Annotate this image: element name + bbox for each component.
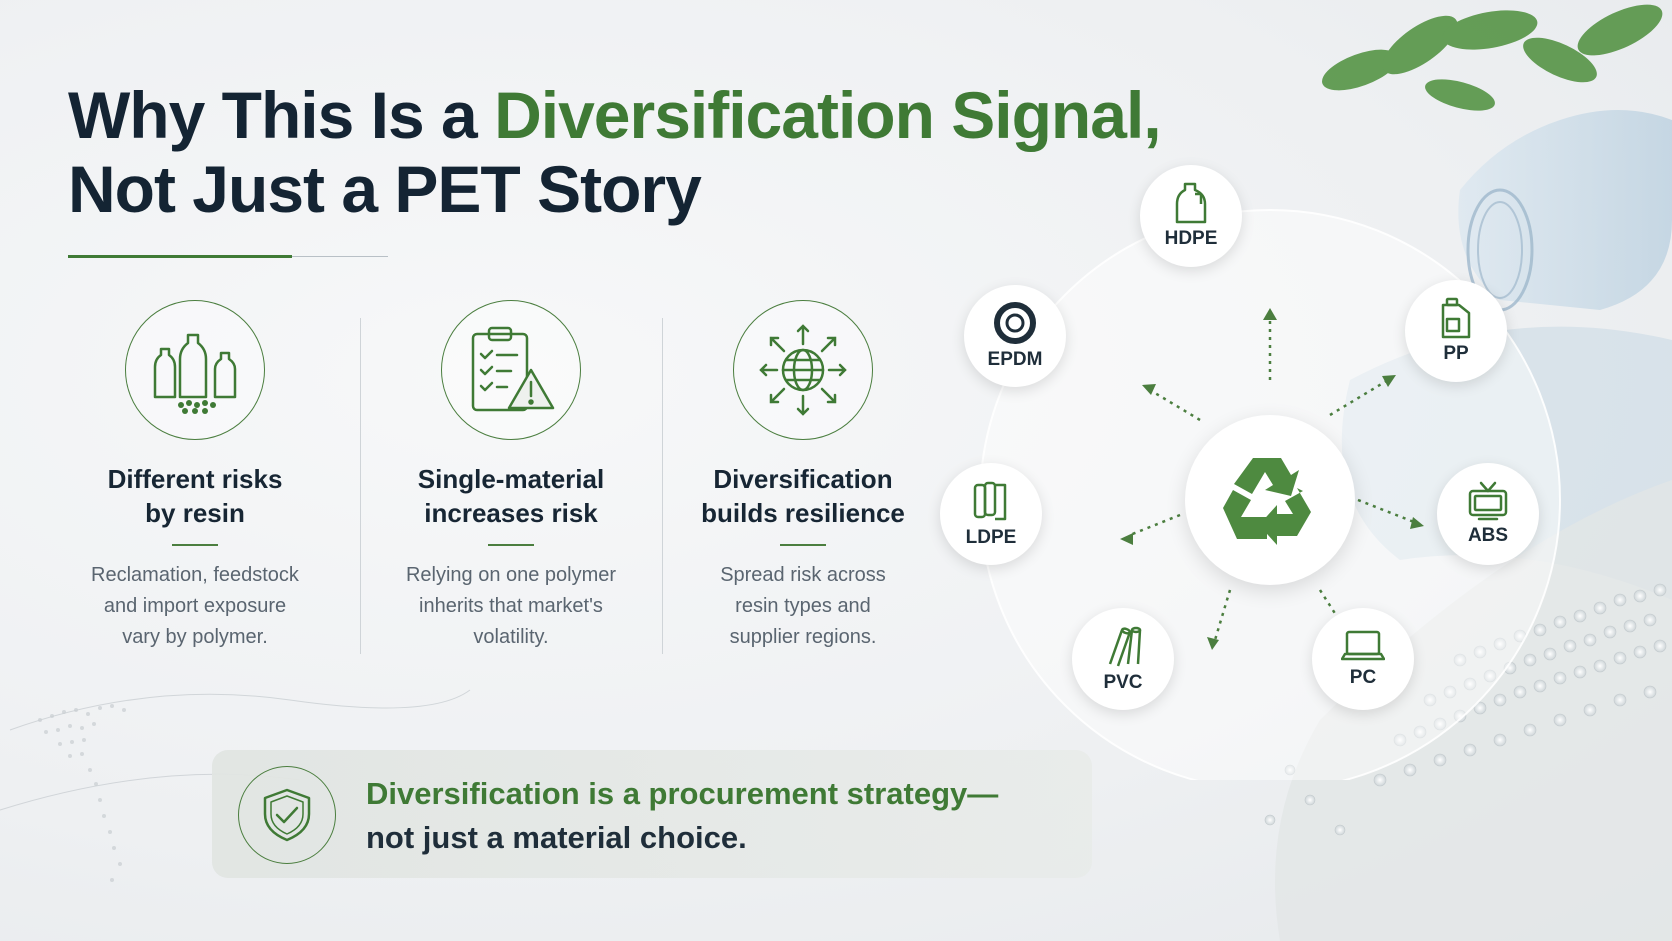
jug-icon xyxy=(1175,182,1207,224)
resin-label: EPDM xyxy=(987,349,1043,370)
column-divider xyxy=(360,318,361,654)
resin-node-abs: ABS xyxy=(1437,463,1539,565)
pipes-icon xyxy=(1108,626,1142,667)
title-line1-prefix: Why This Is a xyxy=(68,78,495,152)
resin-label: HDPE xyxy=(1164,228,1218,249)
leaves-decoration xyxy=(1322,4,1663,111)
callout-line1: Diversification is a procurement strateg… xyxy=(366,776,999,811)
pellets-decoration xyxy=(1264,326,1672,941)
clipboard-icon-circle xyxy=(441,300,581,440)
recycle-icon xyxy=(1223,458,1311,545)
tv-icon xyxy=(1468,481,1508,521)
resin-label: ABS xyxy=(1467,525,1509,546)
title-line2: Not Just a PET Story xyxy=(68,152,702,226)
shield-icon-circle xyxy=(238,766,336,864)
resin-node-hdpe: HDPE xyxy=(1140,165,1242,267)
resin-node-pvc: PVC xyxy=(1072,608,1174,710)
container-icon xyxy=(1441,297,1471,339)
title-line1-accent: Diversification Signal, xyxy=(494,78,1162,152)
ring-seal-icon xyxy=(994,302,1036,344)
column-rule xyxy=(488,544,534,546)
strategy-callout: Diversification is a procurement strateg… xyxy=(212,750,1092,878)
resin-label: PC xyxy=(1349,667,1377,688)
bottles-icon-circle xyxy=(125,300,265,440)
laptop-icon xyxy=(1341,630,1385,661)
recycle-hub xyxy=(1185,415,1355,585)
resin-label: LDPE xyxy=(965,527,1017,548)
bottles-icon xyxy=(153,333,237,414)
resin-node-pc: PC xyxy=(1312,608,1414,710)
globe-icon-circle xyxy=(733,300,873,440)
page-title: Why This Is a Diversification Signal, No… xyxy=(68,78,1162,226)
resin-node-ldpe: LDPE xyxy=(940,463,1042,565)
globe-arrows-icon xyxy=(759,324,847,416)
resin-node-epdm: EPDM xyxy=(964,285,1066,387)
title-underline xyxy=(68,255,388,258)
film-roll-icon xyxy=(973,481,1007,521)
callout-line2: not just a material choice. xyxy=(366,820,747,855)
resin-label: PVC xyxy=(1103,672,1143,693)
resin-label: PP xyxy=(1443,343,1469,364)
shield-check-icon xyxy=(263,788,311,842)
column-rule xyxy=(172,544,218,546)
column-rule xyxy=(780,544,826,546)
resin-node-pp: PP xyxy=(1405,280,1507,382)
column-divider xyxy=(662,318,663,654)
clipboard-warning-icon xyxy=(471,326,555,412)
callout-text: Diversification is a procurement strateg… xyxy=(366,772,998,860)
bottle-decoration xyxy=(1458,110,1672,312)
resin-diagram: HDPE PP ABS PC PVC xyxy=(940,165,1600,780)
